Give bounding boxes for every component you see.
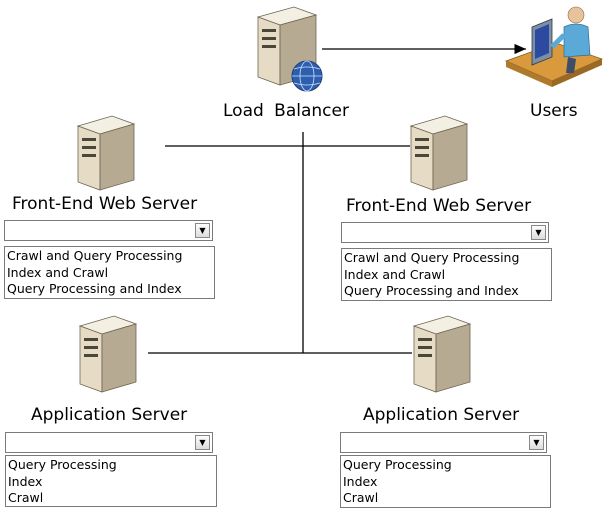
application-server-left: [74, 312, 142, 396]
front-end-left-options-list: Crawl and Query Processing Index and Cra…: [4, 246, 215, 299]
option-item[interactable]: Index: [8, 473, 43, 489]
front-end-server-left: [72, 112, 140, 192]
option-item[interactable]: Index and Crawl: [344, 266, 446, 282]
front-end-left-role-select[interactable]: ▼: [4, 220, 213, 241]
option-item[interactable]: Crawl and Query Processing: [344, 250, 520, 265]
load-balancer-server: [250, 3, 325, 95]
server-tower-icon: [412, 315, 472, 393]
option-item[interactable]: Crawl: [343, 490, 379, 505]
option-item[interactable]: Crawl: [8, 490, 44, 505]
option-item[interactable]: Crawl and Query Processing: [7, 248, 183, 263]
user-at-workstation-icon: [504, 6, 604, 87]
application-server-right: [408, 312, 476, 396]
option-item[interactable]: Query Processing and Index: [344, 283, 519, 298]
server-tower-icon: [76, 115, 136, 191]
application-right-options-list: Query Processing Index Crawl: [340, 455, 551, 508]
application-right-dropdown-button[interactable]: ▼: [529, 435, 544, 450]
users-workstation: [504, 3, 604, 93]
application-right-label: Application Server: [363, 405, 520, 425]
chevron-down-icon: ▼: [533, 437, 540, 447]
load-balancer-label: Load Balancer: [223, 101, 349, 121]
application-left-label: Application Server: [31, 405, 188, 425]
option-item[interactable]: Index and Crawl: [7, 264, 109, 280]
server-tower-icon: [256, 6, 323, 92]
option-item[interactable]: Query Processing: [343, 457, 452, 472]
application-left-role-select[interactable]: ▼: [5, 432, 213, 453]
front-end-right-label: Front-End Web Server: [346, 196, 532, 216]
application-left-dropdown-button[interactable]: ▼: [195, 435, 210, 450]
chevron-down-icon: ▼: [199, 225, 206, 235]
option-item[interactable]: Query Processing: [8, 457, 117, 472]
users-label: Users: [530, 101, 578, 121]
front-end-right-options-list: Crawl and Query Processing Index and Cra…: [341, 248, 552, 301]
front-end-right-dropdown-button[interactable]: ▼: [531, 225, 546, 240]
front-end-left-dropdown-button[interactable]: ▼: [195, 223, 210, 238]
front-end-server-right: [405, 112, 473, 192]
option-item[interactable]: Query Processing and Index: [7, 281, 182, 296]
chevron-down-icon: ▼: [535, 227, 542, 237]
front-end-right-role-select[interactable]: ▼: [341, 222, 549, 243]
option-item[interactable]: Index: [343, 473, 378, 489]
chevron-down-icon: ▼: [199, 437, 206, 447]
application-right-role-select[interactable]: ▼: [340, 432, 547, 453]
server-tower-icon: [78, 315, 138, 393]
server-tower-icon: [409, 115, 469, 191]
front-end-left-label: Front-End Web Server: [12, 194, 198, 214]
application-left-options-list: Query Processing Index Crawl: [5, 455, 217, 507]
